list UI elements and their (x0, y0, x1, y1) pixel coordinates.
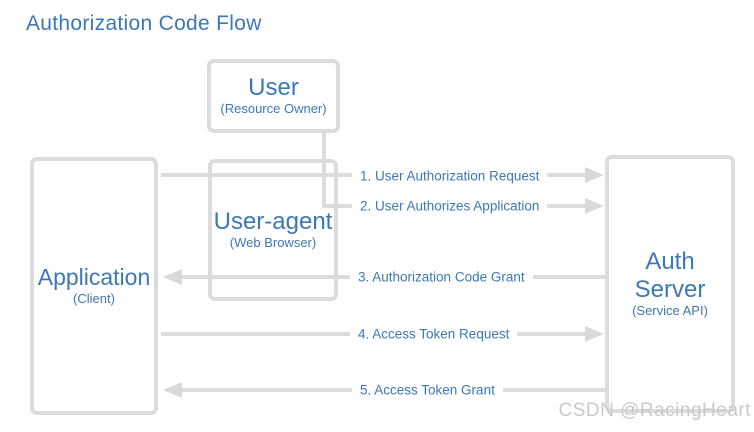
node-user-agent: User-agent (Web Browser) (208, 159, 338, 301)
node-user-agent-label: User-agent (213, 207, 333, 235)
flow-label-3: 3. Authorization Code Grant (350, 269, 533, 285)
node-user-agent-sublabel: (Web Browser) (229, 235, 317, 251)
arrowhead-right-icon (585, 326, 604, 342)
watermark: CSDN @RacingHeart (558, 400, 751, 421)
flow-label-5: 5. Access Token Grant (352, 382, 503, 398)
flow-label-1: 1. User Authorization Request (352, 168, 548, 184)
arrowhead-right-icon (585, 198, 604, 214)
node-application: Application (Client) (30, 157, 158, 415)
node-auth-server-sublabel: (Service API) (632, 303, 708, 319)
node-auth-server: Auth Server (Service API) (605, 155, 735, 413)
arrowhead-right-icon (585, 167, 604, 183)
user-to-useragent-connector (322, 131, 326, 208)
node-application-label: Application (37, 264, 151, 291)
node-application-sublabel: (Client) (73, 290, 115, 306)
diagram-title: Authorization Code Flow (26, 12, 262, 35)
flow-label-2: 2. User Authorizes Application (352, 198, 548, 214)
node-user: User (Resource Owner) (207, 59, 340, 133)
flow-label-4: 4. Access Token Request (350, 326, 518, 342)
node-user-sublabel: (Resource Owner) (220, 101, 327, 117)
arrowhead-left-icon (163, 269, 182, 285)
node-auth-server-label: Auth Server (634, 247, 706, 303)
node-user-label: User (248, 73, 299, 101)
arrowhead-left-icon (163, 382, 182, 398)
